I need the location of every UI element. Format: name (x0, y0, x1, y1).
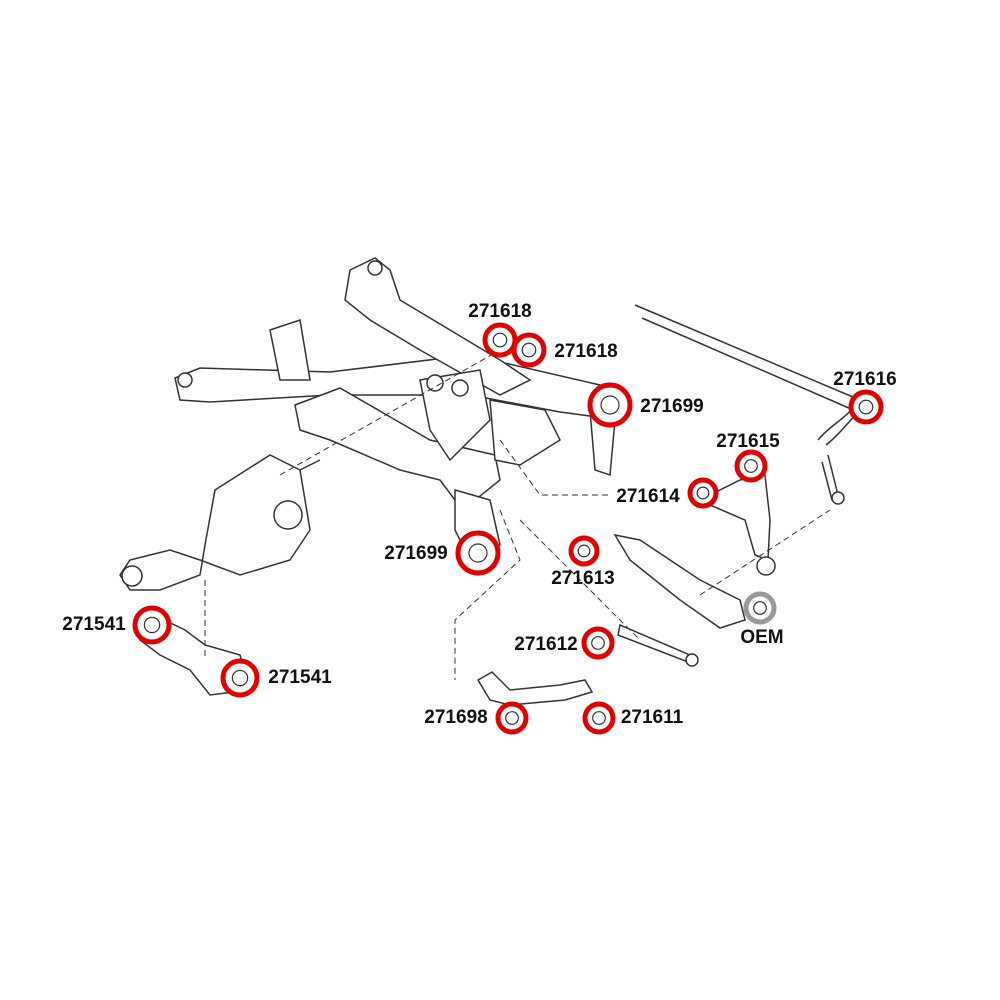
bushing-icon (696, 486, 710, 500)
part-number-label: 271616 (833, 369, 897, 390)
part-number-label: 271699 (384, 543, 448, 564)
bushing-icon (592, 711, 606, 725)
bushing-icon (143, 616, 161, 634)
end-link (821, 454, 839, 501)
part-number-label: 271612 (514, 634, 578, 655)
differential (119, 454, 321, 591)
part-number-label: 271541 (62, 614, 126, 635)
lower-link-arm (476, 671, 594, 706)
bushing-icon (600, 395, 620, 415)
bushing-icon (521, 342, 537, 358)
part-number-label: 271618 (554, 341, 618, 362)
bushing-icon (505, 711, 519, 725)
part-number-label: 271699 (640, 396, 704, 417)
bushing-icon (753, 601, 767, 615)
bushing-icon (858, 399, 874, 415)
part-number-label: 271613 (551, 568, 615, 589)
part-number-label: 271611 (620, 707, 684, 728)
toe-link (617, 623, 691, 663)
lower-control-arm (613, 533, 746, 629)
sway-bar (634, 304, 861, 446)
oem-label: OEM (740, 627, 784, 648)
bushing-icon (591, 636, 605, 650)
rear-subframe (174, 257, 632, 562)
bushing-icon (492, 332, 508, 348)
part-number-label: 271615 (716, 431, 780, 452)
part-number-label: 271541 (268, 667, 332, 688)
bushing-icon (577, 544, 591, 558)
part-number-label: 271698 (424, 707, 488, 728)
part-number-label: 271618 (468, 301, 532, 322)
bushing-icon (468, 543, 488, 563)
bushing-icon (231, 669, 249, 687)
leader-lines (204, 349, 831, 680)
part-number-label: 271614 (616, 486, 680, 507)
bushing-icon (744, 459, 758, 473)
